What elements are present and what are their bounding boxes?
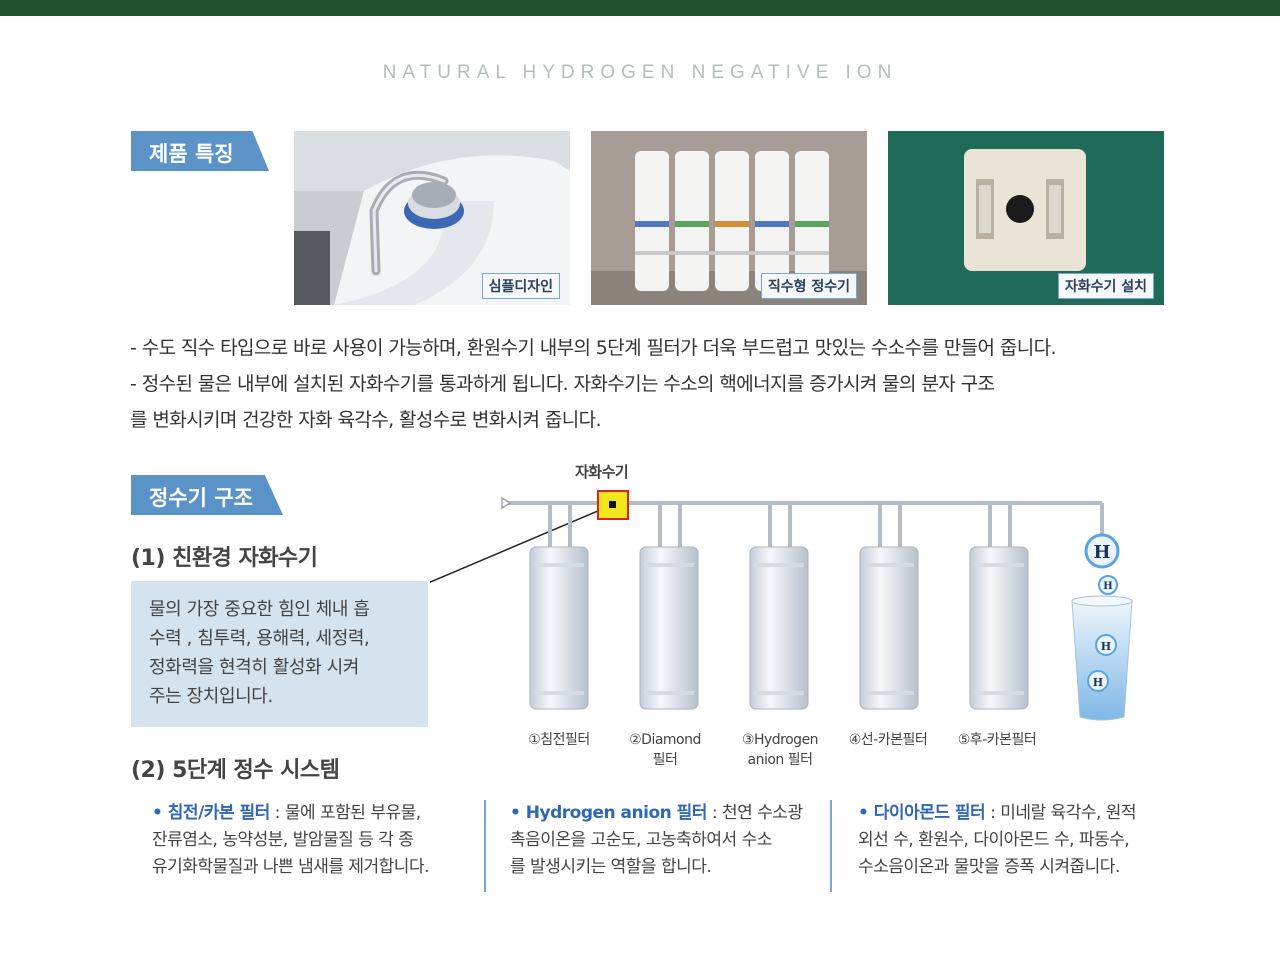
filter-3 xyxy=(749,503,809,710)
photo-simple-design: 심플디자인 xyxy=(294,131,570,305)
column-title: • 다이아몬드 필터 xyxy=(858,803,986,823)
magnetizer-label: 자화수기 xyxy=(575,463,629,481)
filter-label: ④선-카본필터 xyxy=(848,732,928,748)
column-divider xyxy=(830,800,832,892)
column-title: • Hydrogen anion 필터 xyxy=(510,803,707,823)
filter-5 xyxy=(969,503,1029,710)
water-glass xyxy=(1071,595,1133,721)
desc-line: - 수도 직수 타입으로 바로 사용이 가능하며, 환원수기 내부의 5단계 필… xyxy=(130,337,1057,359)
h-symbol: H xyxy=(1093,676,1103,689)
desc-line: 를 변화시키며 건강한 자화 육각수, 활성수로 변화시켜 줍니다. xyxy=(130,409,602,431)
column-text: 유기화학물질과 나쁜 냄새를 제거합니다. xyxy=(152,857,430,877)
filter-2 xyxy=(639,503,699,710)
features-description: - 수도 직수 타입으로 바로 사용이 가능하며, 환원수기 내부의 5단계 필… xyxy=(130,330,1170,438)
column-divider xyxy=(484,800,486,892)
photo-direct-purifier: 직수형 정수기 xyxy=(591,131,867,305)
hydrogen-icons: H H H H xyxy=(1084,533,1120,692)
column-text: 미네랄 육각수, 원적 xyxy=(1000,803,1137,823)
column-diamond: • 다이아몬드 필터 : 미네랄 육각수, 원적 외선 수, 환원수, 다이아몬… xyxy=(858,800,1170,881)
column-title: • 침전/카본 필터 xyxy=(152,803,270,823)
features-label: 제품 특징 xyxy=(131,131,269,171)
note-line: 정화력을 현격히 활성화 시켜 xyxy=(149,657,359,678)
column-text: 천연 수소광 xyxy=(721,803,803,823)
filter-label: ①침전필터 xyxy=(528,732,590,748)
column-text: 물에 포함된 부유물, xyxy=(284,803,421,823)
subheading-5stage: (2) 5단계 정수 시스템 xyxy=(131,758,340,783)
h-symbol: H xyxy=(1101,640,1111,653)
purifier-diagram: H H H H xyxy=(430,490,1133,721)
filter-1 xyxy=(529,503,589,710)
tagline: NATURAL HYDROGEN NEGATIVE ION xyxy=(382,62,898,83)
top-bar xyxy=(0,0,1280,16)
h-symbol: H xyxy=(1103,581,1112,592)
photo-caption: 직수형 정수기 xyxy=(760,273,857,299)
note-line: 수력 , 침투력, 용해력, 세정력, xyxy=(149,628,370,649)
photo-caption: 심플디자인 xyxy=(481,273,560,299)
column-text: 촉음이온을 고순도, 고농축하여서 수소 xyxy=(510,830,772,850)
filter-4 xyxy=(859,503,919,710)
column-sediment-carbon: • 침전/카본 필터 : 물에 포함된 부유물, 잔류염소, 농약성분, 발암물… xyxy=(152,800,462,881)
desc-line: - 정수된 물은 내부에 설치된 자화수기를 통과하게 됩니다. 자화수기는 수… xyxy=(130,373,995,395)
column-text: 수소음이온과 물맛을 증폭 시켜줍니다. xyxy=(858,857,1120,877)
column-text: 를 발생시키는 역할을 합니다. xyxy=(510,857,712,877)
column-text: 외선 수, 환원수, 다이아몬드 수, 파동수, xyxy=(858,830,1130,850)
subheading-magnetizer: (1) 친환경 자화수기 xyxy=(131,546,318,571)
column-hydrogen-anion: • Hydrogen anion 필터 : 천연 수소광 촉음이온을 고순도, … xyxy=(510,800,820,881)
note-line: 물의 가장 중요한 힘인 체내 흡 xyxy=(149,599,370,620)
magnetizer-note: 물의 가장 중요한 힘인 체내 흡 수력 , 침투력, 용해력, 세정력, 정화… xyxy=(131,581,428,727)
column-text: 잔류염소, 농약성분, 발암물질 등 각 종 xyxy=(152,830,414,850)
photo-caption: 자화수기 설치 xyxy=(1057,273,1154,299)
h-symbol: H xyxy=(1093,542,1110,563)
magnetizer-leader-line xyxy=(430,504,613,583)
filter-cartridges xyxy=(529,503,1029,710)
note-line: 주는 장치입니다. xyxy=(149,686,273,707)
filter-label: ⑤후-카본필터 xyxy=(957,732,1037,748)
magnetizer-block xyxy=(597,490,629,520)
photo-magnetizer: 자화수기 설치 xyxy=(888,131,1164,305)
structure-label: 정수기 구조 xyxy=(131,475,283,515)
